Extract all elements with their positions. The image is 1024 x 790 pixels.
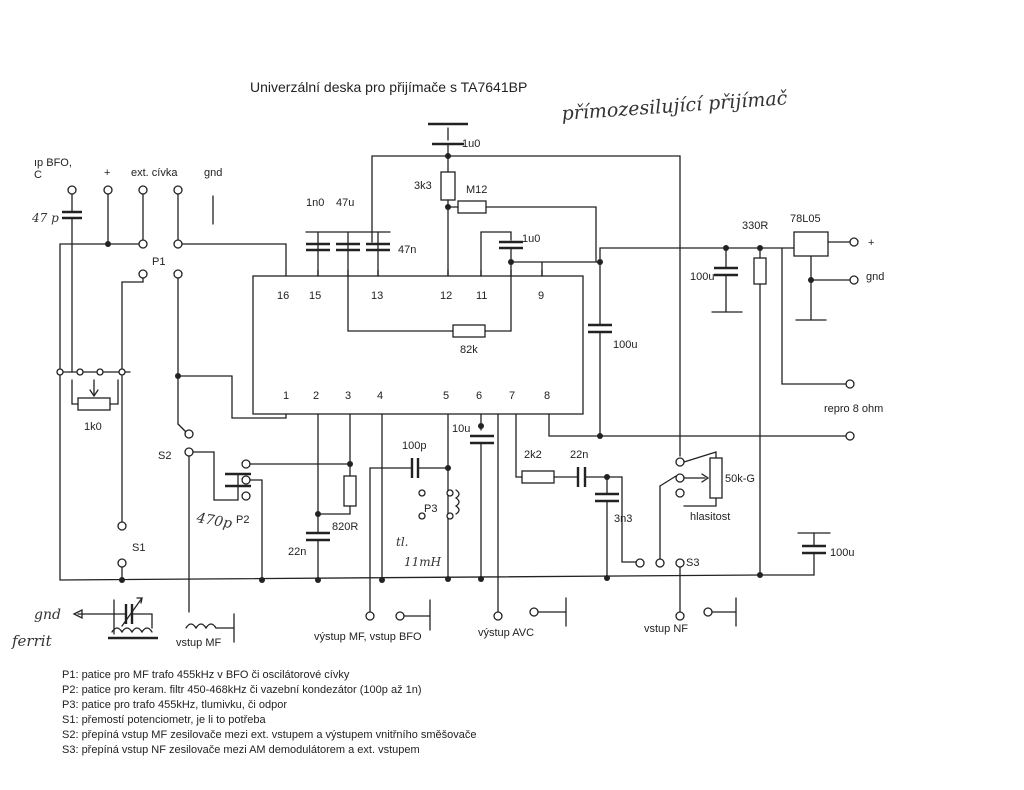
- handwritten-title: přímozesilující přijímač: [561, 87, 789, 125]
- pin-7: 7: [509, 390, 515, 402]
- ferrite-antenna: [72, 597, 235, 643]
- res-820r: [306, 413, 357, 581]
- label-p3: P3: [424, 503, 437, 515]
- label-repro: repro 8 ohm: [824, 403, 883, 415]
- label-p2: P2: [236, 514, 249, 526]
- label-47p: 47 p: [31, 211, 59, 225]
- note-line: P2: patice pro keram. filtr 450-468kHz č…: [62, 684, 422, 696]
- label-vstup-nf: vstup NF: [644, 623, 688, 635]
- label-plus-reg: +: [868, 237, 874, 249]
- nf-chain: [515, 413, 723, 613]
- notes: P1: patice pro MF trafo 455kHz v BFO či …: [62, 669, 477, 756]
- pin-1: 1: [283, 390, 289, 402]
- pin-12: 12: [440, 290, 452, 302]
- label-100u-b: 100u: [690, 271, 714, 283]
- label-tl-val: 11mH: [404, 555, 442, 569]
- supply-rail: [510, 245, 795, 277]
- pin-15: 15: [309, 290, 321, 302]
- label-s1: S1: [132, 542, 145, 554]
- label-3n3: 3n3: [614, 513, 632, 525]
- label-tl: tl.: [396, 535, 408, 549]
- label-1n0: 1n0: [306, 197, 324, 209]
- pin-3: 3: [345, 390, 351, 402]
- ground-bus: [59, 572, 815, 583]
- label-470p: 470p: [194, 510, 233, 532]
- output-cap: [548, 261, 855, 441]
- pin-11: 11: [476, 290, 487, 302]
- label-hlasitost: hlasitost: [690, 511, 730, 523]
- label-bfo: ıp BFO,: [34, 157, 72, 169]
- label-p1: P1: [152, 256, 165, 268]
- pin-16: 16: [277, 290, 289, 302]
- label-3k3: 3k3: [414, 180, 432, 192]
- label-ferrit: ferrit: [11, 632, 53, 650]
- mf-output: [369, 413, 460, 613]
- switch-s1: [117, 521, 127, 581]
- label-bfo-c: C: [34, 169, 42, 181]
- pin-9: 9: [538, 290, 544, 302]
- pin-6: 6: [476, 390, 482, 402]
- ic-pins-top: [285, 269, 543, 277]
- note-line: S1: přemostí potenciometr, je li to potř…: [62, 714, 266, 726]
- label-s2: S2: [158, 450, 171, 462]
- s2-p2: [175, 373, 353, 613]
- label-vstup-mf: vstup MF: [176, 637, 222, 649]
- label-820r: 820R: [332, 521, 358, 533]
- caps-row: [305, 231, 523, 277]
- label-22n-b: 22n: [288, 546, 306, 558]
- label-vystup-avc: výstup AVC: [478, 627, 534, 639]
- label-m12: M12: [466, 184, 487, 196]
- label-ext-civka: ext. cívka: [131, 167, 178, 179]
- left-inputs: [59, 185, 287, 581]
- label-47n: 47n: [398, 244, 416, 256]
- label-2k2: 2k2: [524, 449, 542, 461]
- label-1u0-b: 1u0: [522, 233, 540, 245]
- pin-4: 4: [377, 390, 383, 402]
- resistor-82k: [347, 275, 512, 338]
- cap-10u: [470, 413, 499, 613]
- label-47u: 47u: [336, 197, 354, 209]
- label-s3: S3: [686, 557, 699, 569]
- potentiometer-1k0: [56, 368, 131, 523]
- regulator: [711, 231, 859, 576]
- note-line: S2: přepíná vstup MF zesilovače mezi ext…: [62, 729, 477, 741]
- label-330r: 330R: [742, 220, 768, 232]
- top-network: [371, 122, 681, 457]
- label-50k: 50k-G: [725, 473, 755, 485]
- label-gnd-reg: gnd: [866, 271, 884, 283]
- pin-13: 13: [371, 290, 383, 302]
- label-vystup-mf: výstup MF, vstup BFO: [314, 631, 422, 643]
- pin-8: 8: [544, 390, 550, 402]
- title: Univerzální deska pro přijímače s TA7641…: [250, 79, 527, 95]
- pin-5: 5: [443, 390, 449, 402]
- label-82k: 82k: [460, 344, 478, 356]
- label-1u0-top: 1u0: [462, 138, 480, 150]
- note-line: P1: patice pro MF trafo 455kHz v BFO či …: [62, 669, 350, 681]
- note-line: P3: patice pro trafo 455kHz, tlumivku, č…: [62, 699, 287, 711]
- label-22n-a: 22n: [570, 449, 588, 461]
- label-100p: 100p: [402, 440, 426, 452]
- ic-ta7641bp: [252, 275, 584, 415]
- label-100u-a: 100u: [613, 339, 637, 351]
- label-78l05: 78L05: [790, 213, 821, 225]
- cap-100u-c: [797, 532, 831, 576]
- pin-2: 2: [313, 390, 319, 402]
- label-gnd-top: gnd: [204, 167, 222, 179]
- bottom-connectors: [365, 597, 737, 631]
- label-1k0: 1k0: [84, 421, 102, 433]
- label-10u: 10u: [452, 423, 470, 435]
- label-100u-c: 100u: [830, 547, 854, 559]
- note-line: S3: přepíná vstup NF zesilovače mezi AM …: [62, 744, 420, 756]
- label-plus-top: +: [104, 167, 110, 179]
- label-gnd-ant: gnd: [34, 607, 61, 623]
